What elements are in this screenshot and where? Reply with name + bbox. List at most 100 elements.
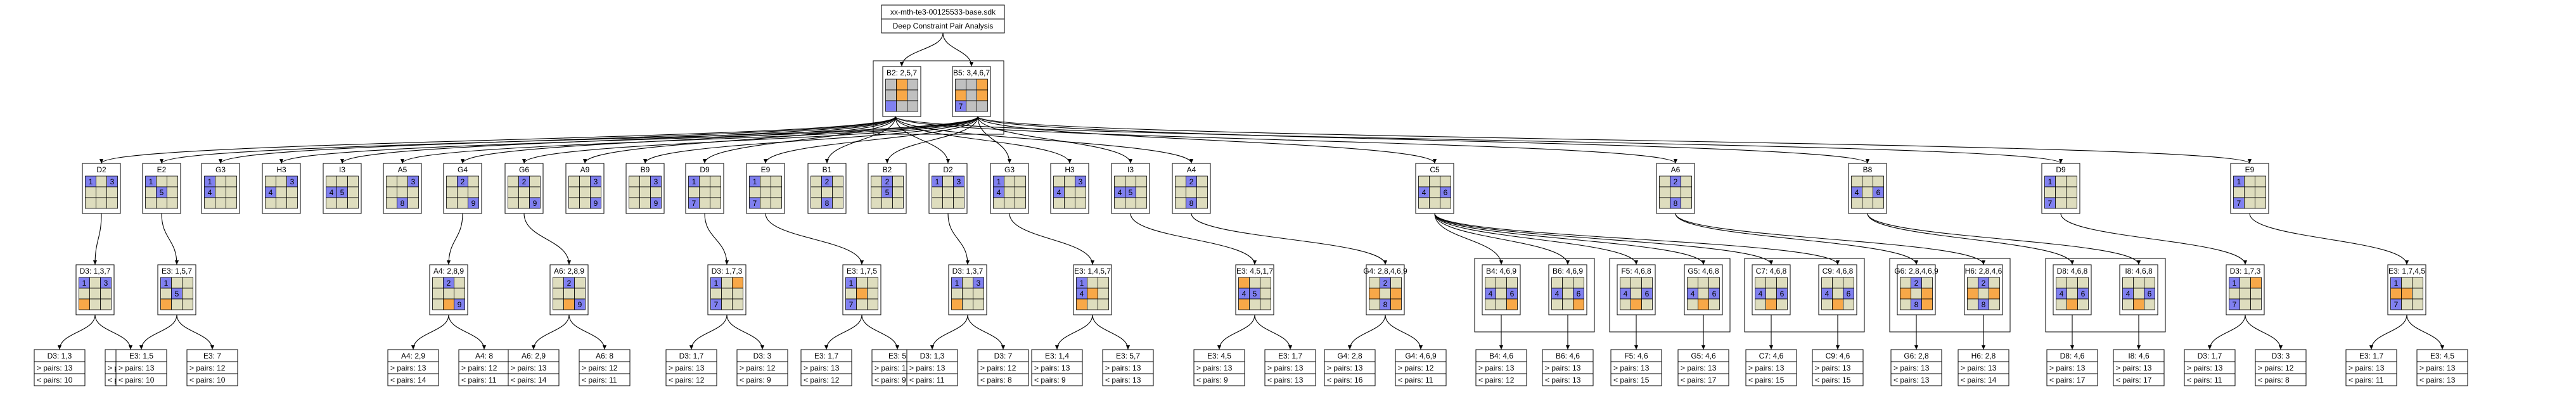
leaf-pairs-less: < pairs: 14 — [1961, 376, 1997, 384]
level2-node-17-label: H6: 2,8,4,6 — [1965, 267, 2002, 276]
level1-node-18-cell-6 — [1175, 197, 1186, 209]
edge-level2-to-leaf — [824, 314, 862, 350]
level2-node-6-cell-5 — [973, 288, 984, 300]
edge-level1-to-level2 — [1434, 213, 1639, 265]
level2-node-20: D3: 1,7,317 — [2226, 264, 2265, 315]
leaf-pairs-greater: > pairs: 13 — [37, 364, 73, 372]
level2-node-9-cell-6 — [1369, 298, 1380, 310]
root-node-0-cell-1 — [896, 79, 907, 91]
level2-node-13-cell-4 — [1698, 288, 1709, 300]
level1-node-12-cell-0 — [811, 175, 822, 187]
level2-node-20-cell-7 — [2240, 298, 2251, 310]
level2-node-9-cell-5 — [1390, 288, 1402, 300]
leaf-pairs-less: < pairs: 16 — [1327, 376, 1363, 384]
level2-node-6-cell-1 — [962, 277, 973, 289]
edge-root-to-level1 — [895, 116, 2063, 164]
level1-node-13-cell-0 — [871, 175, 882, 187]
leaf-frame — [977, 349, 1029, 386]
level1-node-21-cell-0 — [1851, 175, 1862, 187]
level2-node-12-cell-0 — [1620, 277, 1631, 289]
level2-node-18-cell-7 — [2067, 298, 2078, 310]
level1-node-18-label: A4 — [1187, 165, 1196, 174]
level1-node-0-cell-3 — [85, 186, 96, 198]
edge-level2-to-leaf — [1385, 314, 1423, 350]
level1-node-18-cell-number: 2 — [1189, 177, 1194, 186]
leaf-frame — [665, 349, 717, 386]
level1-node-7-cell-7 — [518, 197, 530, 209]
level1-node-5-cell-number: 8 — [400, 199, 405, 208]
leaf-frame — [2113, 349, 2165, 386]
leaf-frame — [1102, 349, 1154, 386]
level1-node-4-cell-6 — [326, 197, 337, 209]
level2-node-19-cell-1 — [2133, 277, 2144, 289]
level1-node-17-cell-number: 5 — [1129, 188, 1133, 197]
level1-node-0-cell-5 — [106, 186, 118, 198]
root-node-0-cell-8 — [907, 100, 918, 112]
level1-node-19-cell-7 — [1429, 197, 1440, 209]
level1-node-16-cell-5 — [1075, 186, 1086, 198]
root-node-0-cell-6 — [885, 100, 897, 112]
level1-node-9-cell-8 — [650, 197, 662, 209]
level1-node-15-cell-7 — [1004, 197, 1015, 209]
level2-node-8-cell-8 — [1260, 298, 1271, 310]
level1-node-22-cell-2 — [2066, 175, 2077, 187]
level1-node-3-cell-0 — [265, 175, 276, 187]
leaf-label: E3: 4,5 — [2430, 352, 2454, 360]
level1-node-14-cell-5 — [953, 186, 964, 198]
level1-node-18-cell-2 — [1196, 175, 1208, 187]
edge-level2-to-leaf — [1054, 314, 1093, 350]
level2-node-13-cell-number: 4 — [1691, 289, 1695, 298]
level2-node-16-cell-4 — [1911, 288, 1922, 300]
level1-node-22-cell-number: 7 — [2048, 199, 2053, 208]
level1-node-12-cell-8 — [832, 197, 843, 209]
edge-level1-to-level2 — [704, 213, 729, 265]
leaf-pairs-greater: > pairs: 13 — [1613, 364, 1650, 372]
leaf-frame — [1812, 349, 1864, 386]
leaf-label: H6: 2,8 — [1971, 352, 1996, 360]
leaf-pairs-less: < pairs: 10 — [119, 376, 155, 384]
level2-node-3-label: A6: 2,8,9 — [554, 267, 584, 276]
level1-node-3-cell-7 — [276, 197, 287, 209]
level2-node-19-cell-6 — [2122, 298, 2134, 310]
level2-node-8-cell-2 — [1260, 277, 1271, 289]
level1-node-3-cell-number: 4 — [269, 188, 273, 197]
level2-node-4-cell-4 — [721, 288, 733, 300]
level2-node-2-cell-2 — [454, 277, 465, 289]
leaf-pairs-greater: > pairs: 13 — [1196, 364, 1233, 372]
edge-level1-to-level2 — [523, 213, 572, 265]
cluster-group-0 — [1474, 258, 1595, 333]
level1-node-4-cell-number: 5 — [340, 188, 345, 197]
level1-node-3-cell-number: 3 — [290, 177, 295, 186]
edge-level2-to-leaf — [176, 314, 215, 350]
level2-node-7-cell-8 — [1098, 298, 1109, 310]
level1-node-20-cell-6 — [1659, 197, 1670, 209]
level2-node-16-cell-0 — [1900, 277, 1911, 289]
level2-node-17-cell-5 — [1989, 288, 2000, 300]
leaf-pairs-less: < pairs: 13 — [1105, 376, 1141, 384]
edge-root-to-level1 — [977, 116, 1012, 164]
level2-node-11-cell-number: 6 — [1577, 289, 1581, 298]
level2-node-14-cell-number: 6 — [1780, 289, 1785, 298]
level1-node-12-label: B1 — [823, 165, 832, 174]
root-node-1-cell-1 — [966, 79, 977, 91]
level1-node-20-cell-8 — [1681, 197, 1692, 209]
level1-node-0-label: D2 — [96, 165, 106, 174]
level1-node-13-label: B2 — [883, 165, 892, 174]
level2-node-18-label: D8: 4,6,8 — [2057, 267, 2088, 276]
level1-node-17-cell-2 — [1136, 175, 1147, 187]
level1-node-23-cell-4 — [2244, 186, 2255, 198]
level2-node-1-cell-6 — [160, 298, 172, 310]
edge-root-to-level1 — [824, 116, 896, 164]
level2-node-14-cell-number: 4 — [1759, 289, 1763, 298]
level2-node-1-cell-1 — [171, 277, 183, 289]
root-cluster — [873, 60, 1004, 135]
level2-node-2-cell-6 — [432, 298, 444, 310]
level1-node-15-label: G3 — [1004, 165, 1015, 174]
level1-node-10-cell-number: 1 — [692, 177, 696, 186]
edge-root-to-level1 — [340, 116, 896, 164]
level1-node-15-cell-5 — [1015, 186, 1026, 198]
edge-level1-to-level2 — [1867, 213, 2141, 265]
